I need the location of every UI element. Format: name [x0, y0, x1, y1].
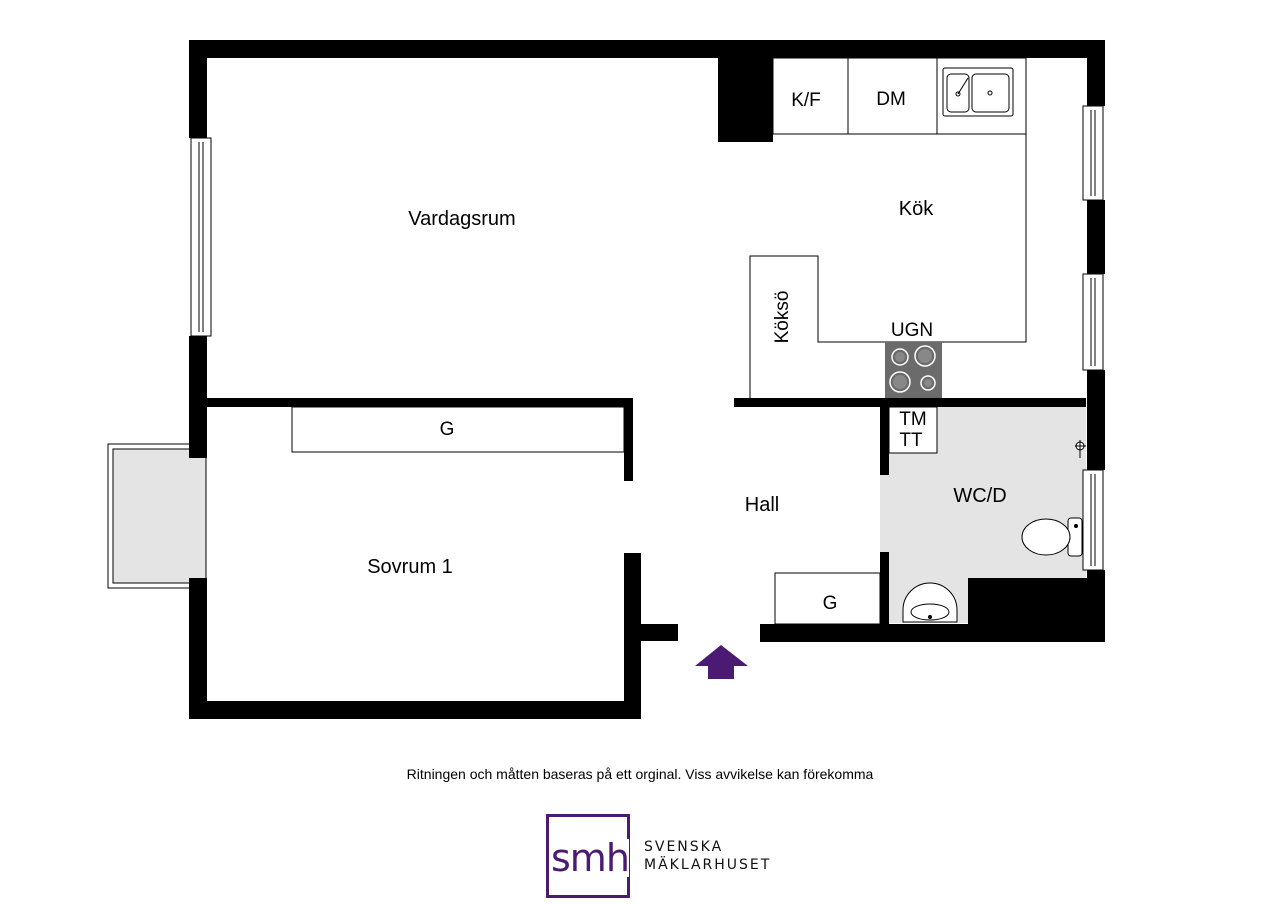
room-label-living: Vardagsrum: [408, 208, 515, 230]
fixture-label-bedroom-wardrobe: G: [440, 419, 455, 440]
kitchen-counter: [749, 57, 1027, 398]
fixture-label-washer: TM: [899, 409, 926, 430]
fixture-label-oven: UGN: [891, 320, 933, 341]
fixture-label-fridge: K/F: [791, 90, 821, 111]
toilet-icon: [1021, 517, 1083, 557]
stove-icon: [885, 342, 942, 398]
brand-logo-box: smh: [546, 814, 630, 898]
disclaimer-text: Ritningen och måtten baseras på ett orgi…: [406, 766, 874, 782]
room-label-kitchen: Kök: [899, 198, 934, 220]
brand-name-line1: SVENSKA: [644, 839, 724, 855]
hall-wardrobe: [774, 572, 881, 625]
brand-logo-mark: smh: [549, 836, 630, 880]
shower-icon: [1075, 440, 1086, 458]
fixture-label-island: Köksö: [772, 291, 793, 344]
fixture-label-dryer: TT: [899, 430, 923, 451]
bathroom-sink-icon: [902, 582, 958, 623]
windows: [190, 105, 1104, 571]
brand-logo: smh SVENSKA MÄKLARHUSET: [546, 812, 771, 900]
room-label-bathroom: WC/D: [953, 485, 1006, 507]
washer-dryer: [888, 406, 938, 454]
balcony-floor: [112, 448, 207, 584]
fixture-label-hall-wardrobe: G: [823, 593, 838, 614]
room-label-bedroom: Sovrum 1: [367, 556, 453, 578]
fixture-label-dishwasher: DM: [876, 89, 906, 110]
sink-icon: [942, 67, 1014, 117]
entrance-arrow-icon: [695, 645, 748, 679]
brand-name-line2: MÄKLARHUSET: [644, 857, 772, 873]
room-label-hall: Hall: [745, 494, 779, 516]
bedroom-wardrobe: [291, 406, 625, 453]
brand-name: SVENSKA MÄKLARHUSET: [644, 838, 771, 874]
walls: [189, 40, 1105, 719]
